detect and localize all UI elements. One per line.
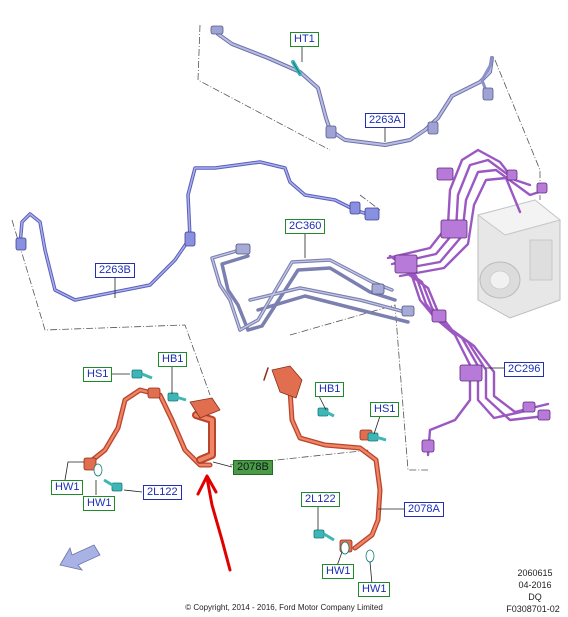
callout-ht1: HT1 [290, 32, 319, 47]
hw1-right-washer2-icon [365, 549, 375, 563]
callout-2c296: 2C296 [504, 362, 545, 377]
callout-hw1-left-a: HW1 [51, 480, 84, 495]
callout-hw1-left-b: HW1 [83, 496, 116, 511]
callout-hs1-right: HS1 [370, 402, 400, 417]
hs1-left-bolt-icon [131, 369, 153, 380]
callout-hw1-right-b: HW1 [358, 582, 391, 597]
view-direction-arrow-icon [59, 544, 101, 571]
brake-line-2c296 [386, 148, 551, 457]
callout-2263a: 2263A [365, 113, 405, 128]
callout-2l122-right: 2L122 [301, 492, 340, 507]
hs1-right-bolt-icon [367, 432, 387, 442]
2l122-left-bolt-icon [103, 478, 123, 492]
callout-hs1-left: HS1 [83, 367, 113, 382]
brake-line-2263a [210, 25, 494, 147]
callout-hb1-right: HB1 [315, 382, 345, 397]
fastener-icons [93, 369, 387, 563]
red-marker-arrow-icon [196, 474, 232, 572]
hw1-left-washer-icon [93, 463, 103, 477]
callout-2078b: 2078B [233, 460, 273, 475]
callout-hb1-left: HB1 [158, 352, 188, 367]
ht1-fitting-icon [291, 60, 302, 76]
copyright-notice: © Copyright, 2014 - 2016, Ford Motor Com… [185, 603, 383, 612]
brake-hose-2078b [83, 387, 221, 471]
footer-date: 04-2016 [518, 580, 552, 590]
callout-2l122-left: 2L122 [143, 485, 182, 500]
brake-line-2c360 [210, 243, 415, 332]
callout-2c360: 2C360 [285, 219, 326, 234]
brake-line-2263b [15, 160, 380, 302]
hb1-right-bolt-icon [317, 407, 335, 418]
callout-hw1-right-a: HW1 [322, 564, 355, 579]
abs-module [476, 199, 562, 319]
hb1-left-bolt-icon [167, 392, 187, 402]
hw1-right-washer-icon [340, 541, 350, 555]
footer-code-1: 2060615 [517, 568, 553, 578]
callout-2078a: 2078A [404, 502, 444, 517]
2l122-right-bolt-icon [313, 529, 335, 542]
footer-figure-id: F0308701-02 [506, 604, 560, 614]
callout-2263b: 2263B [95, 263, 135, 278]
footer-code-2: DQ [528, 592, 542, 602]
